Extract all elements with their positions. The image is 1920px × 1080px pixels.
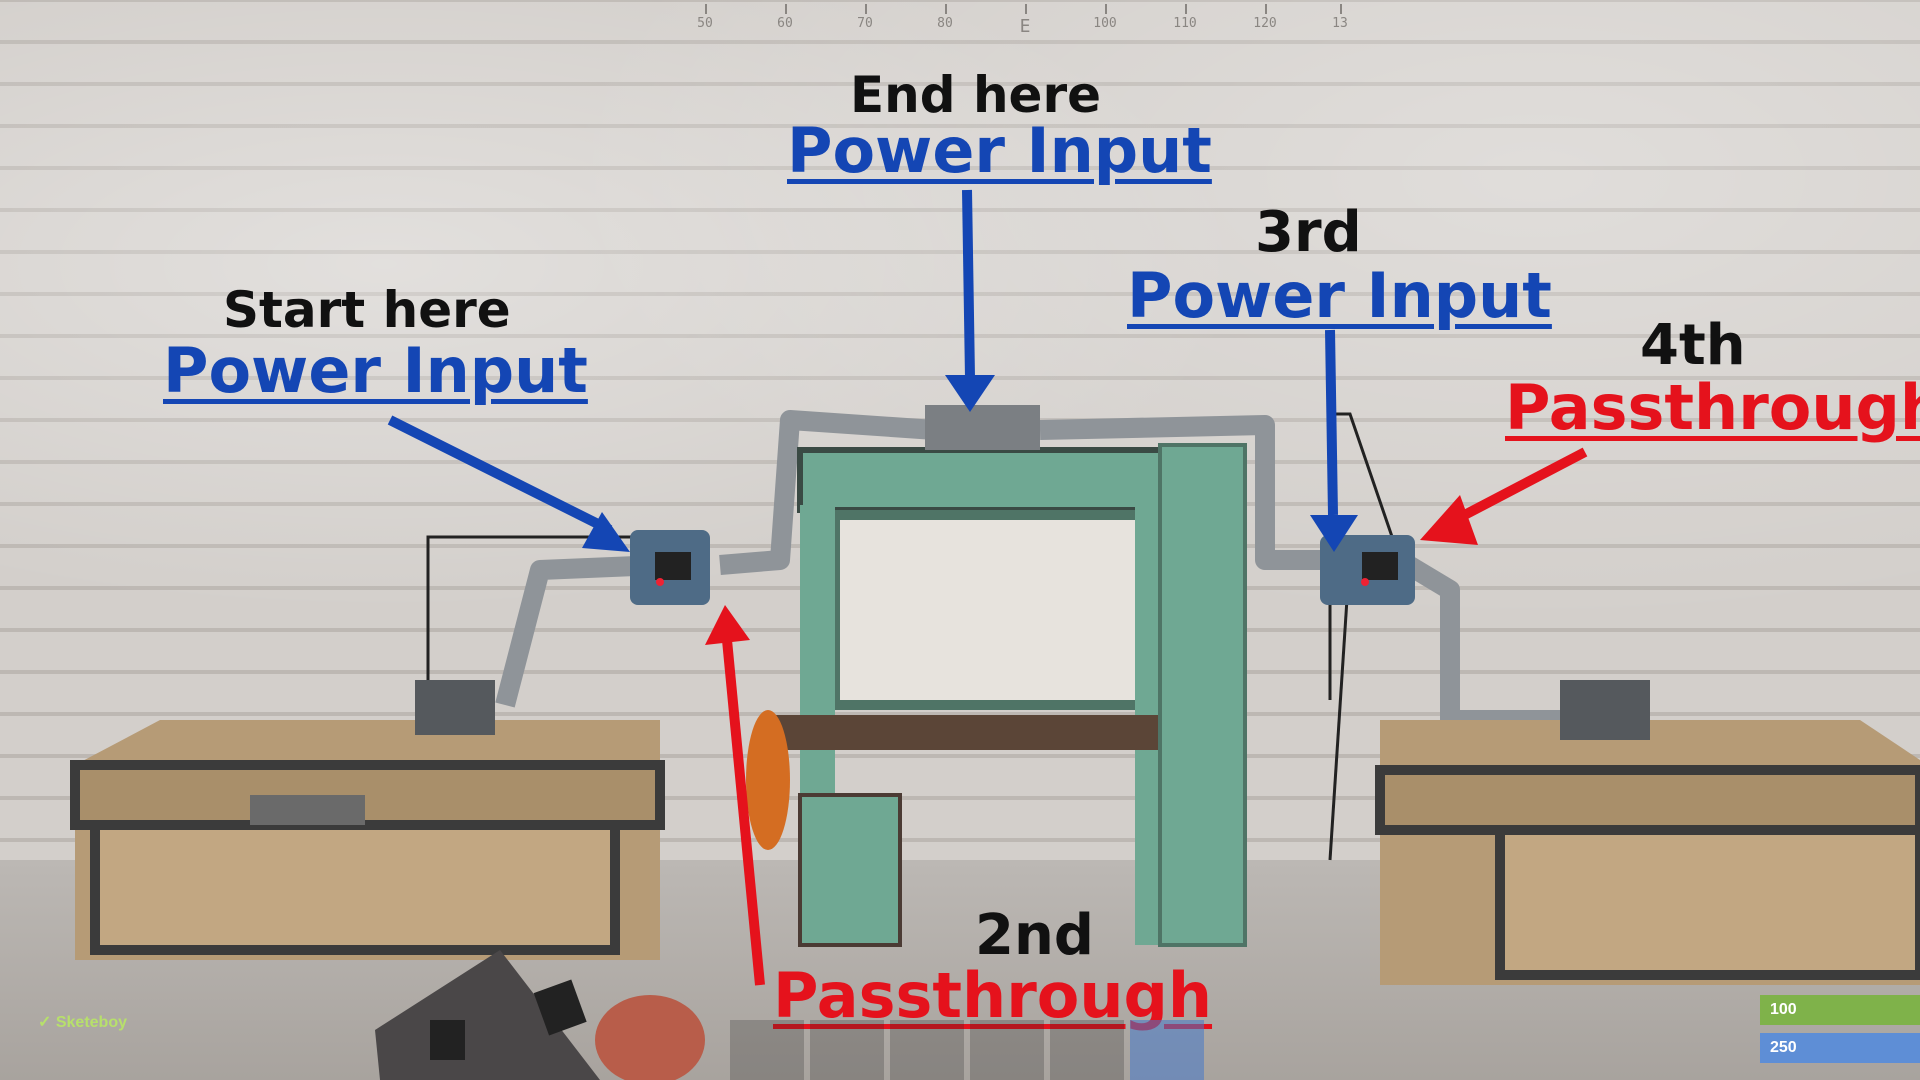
- left-wooden-crate: [70, 680, 665, 960]
- check-icon: ✓: [38, 1014, 52, 1031]
- compass-mark: 50: [697, 16, 713, 31]
- hotbar[interactable]: [730, 1020, 1204, 1080]
- fourth-type-label: Passthrough: [1505, 371, 1920, 444]
- player-name: ✓ Sketeboy: [38, 1012, 127, 1032]
- player-name-text: Sketeboy: [55, 1014, 127, 1031]
- third-type-label: Power Input: [1127, 259, 1552, 332]
- second-step-label: 2nd: [975, 903, 1094, 968]
- held-tool: [375, 950, 705, 1080]
- passthrough-arrow: [1420, 447, 1588, 545]
- start-type-label: Power Input: [163, 334, 588, 407]
- branch-splitter-icon: [1320, 535, 1415, 605]
- compass-bar: 50 60 70 80 E 100 110 120 13: [660, 0, 1360, 40]
- hotbar-slot[interactable]: [730, 1020, 804, 1080]
- second-type-label: Passthrough: [773, 959, 1213, 1032]
- power-input-arrow: [387, 415, 630, 552]
- compass-mark: 120: [1253, 16, 1277, 31]
- hotbar-slot[interactable]: [1050, 1020, 1124, 1080]
- hotbar-slot[interactable]: [970, 1020, 1044, 1080]
- branch-splitter-icon: [630, 530, 710, 605]
- compass-mark: 60: [777, 16, 793, 31]
- power-input-arrow: [945, 189, 995, 412]
- compass-mark: 13: [1332, 16, 1348, 31]
- health-bar: 100: [1760, 995, 1920, 1025]
- right-wooden-crate: [1375, 680, 1920, 985]
- water-bar: 250: [1760, 1033, 1920, 1063]
- compass-mark: E: [1019, 16, 1031, 37]
- compass-mark: 110: [1173, 16, 1197, 31]
- start-step-label: Start here: [223, 281, 511, 339]
- hotbar-slot-selected[interactable]: [1130, 1020, 1204, 1080]
- third-step-label: 3rd: [1255, 200, 1362, 265]
- workbench: [746, 405, 1247, 947]
- end-type-label: Power Input: [787, 114, 1212, 187]
- compass-mark: 100: [1093, 16, 1117, 31]
- compass-mark: 70: [857, 16, 873, 31]
- hotbar-slot[interactable]: [890, 1020, 964, 1080]
- end-step-label: End here: [850, 66, 1102, 124]
- power-input-arrow: [1310, 329, 1358, 552]
- compass-mark: 80: [937, 16, 953, 31]
- fourth-step-label: 4th: [1640, 313, 1746, 378]
- player-stats: 100 250: [1760, 995, 1920, 1071]
- passthrough-arrow: [705, 605, 765, 986]
- hotbar-slot[interactable]: [810, 1020, 884, 1080]
